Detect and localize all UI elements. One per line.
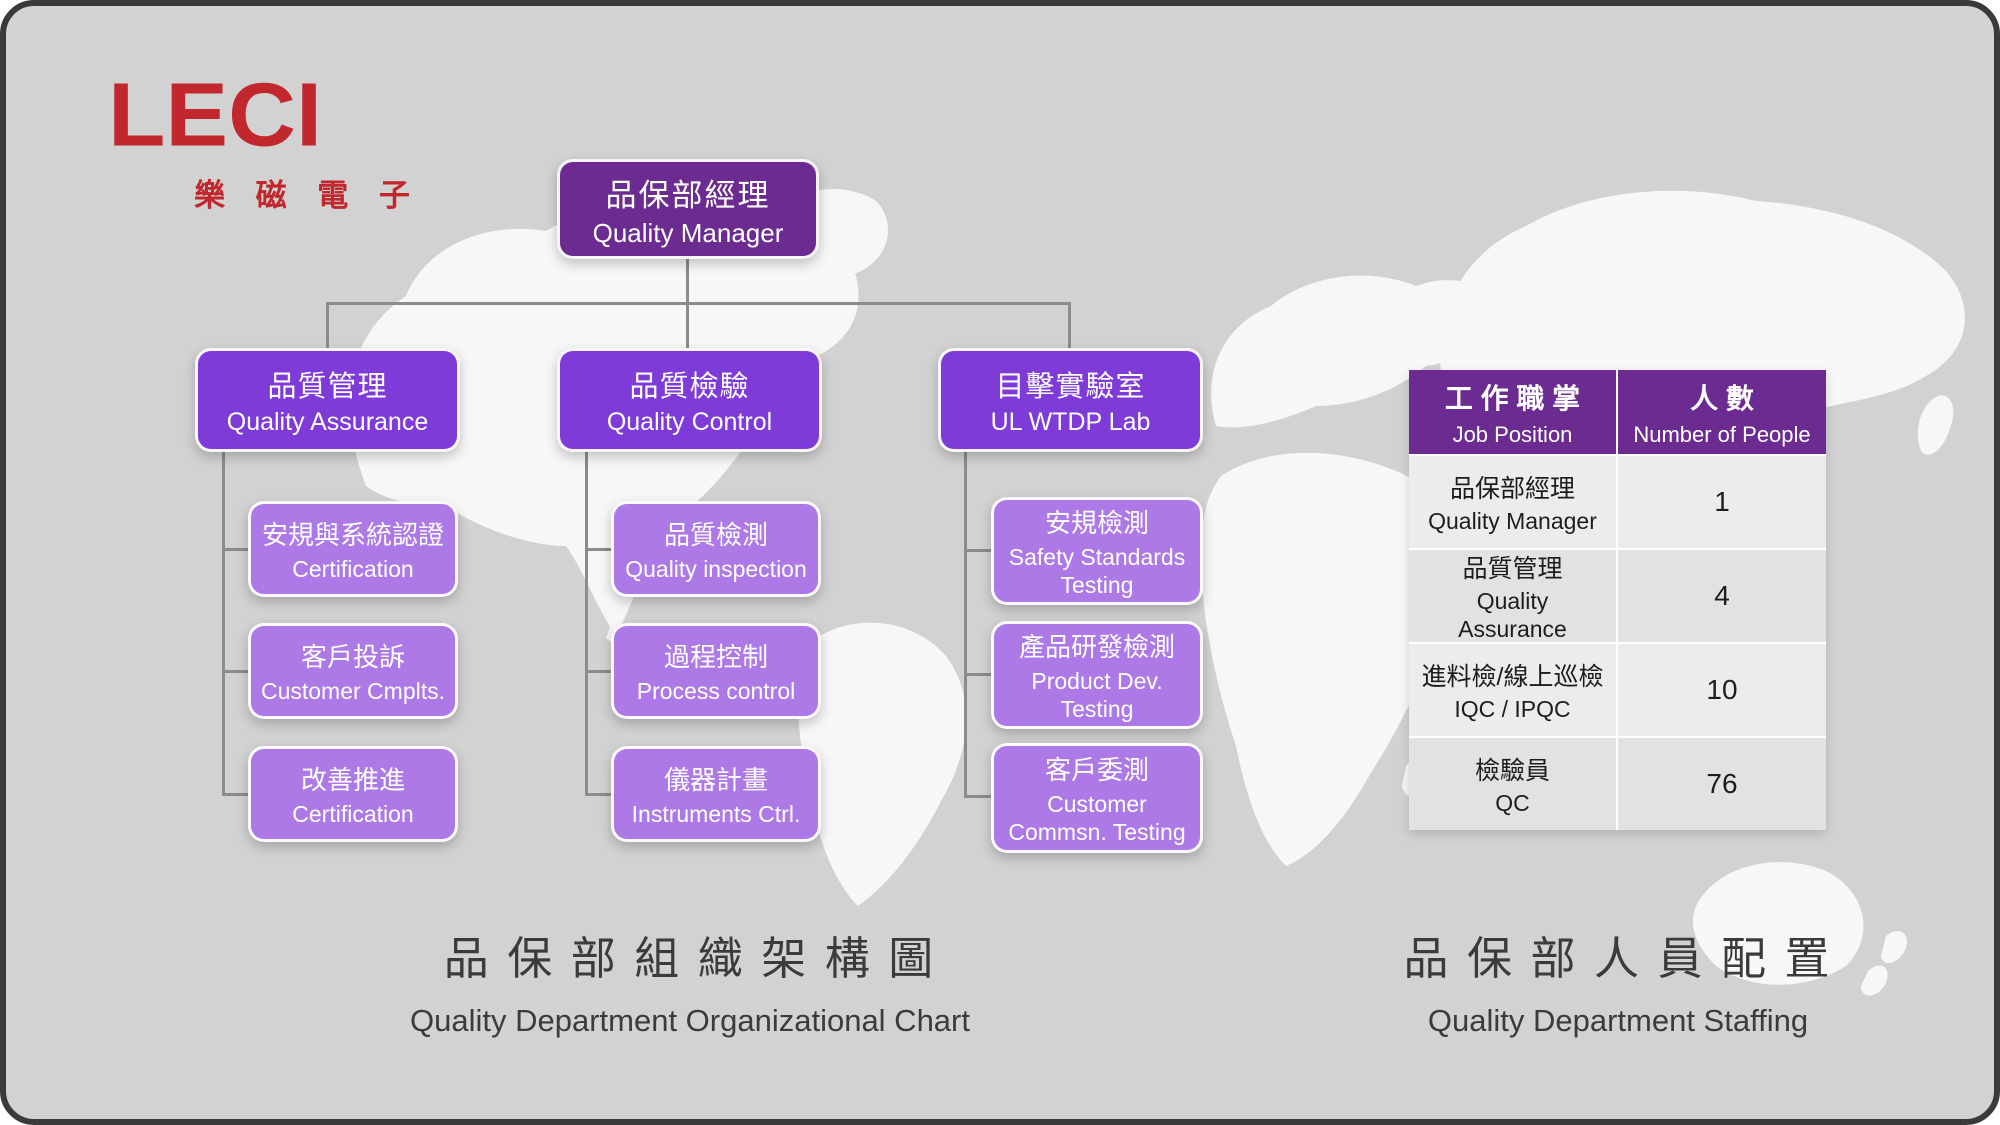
cell-label-en: QC <box>1495 789 1530 816</box>
org-node-certification: 安規與系統認證 Certification <box>248 501 458 597</box>
table-cell-position-iqc-ipqc: 進料檢/線上巡檢 IQC / IPQC <box>1409 644 1616 736</box>
staffing-caption: 品 保 部 人 員 配 置 Quality Department Staffin… <box>1338 922 1898 1039</box>
org-node-customer-complaints: 客戶投訴 Customer Cmplts. <box>248 623 458 719</box>
node-label-zh: 品質檢測 <box>663 519 768 550</box>
table-cell-position-qc: 檢驗員 QC <box>1409 738 1616 830</box>
table-header-job-position: 工 作 職 掌 Job Position <box>1409 370 1616 454</box>
connector-qa-stub-2 <box>222 670 250 673</box>
staffing-table: 工 作 職 掌 Job Position 人 數 Number of Peopl… <box>1409 370 1826 830</box>
island-japan <box>1917 395 1954 455</box>
org-chart-caption: 品 保 部 組 織 架 構 圖 Quality Department Organ… <box>190 922 1190 1039</box>
org-node-instruments-control: 儀器計畫 Instruments Ctrl. <box>611 746 821 842</box>
org-node-ul-wtdp-lab: 目擊實驗室 UL WTDP Lab <box>938 348 1203 452</box>
node-label-zh: 儀器計畫 <box>663 764 768 795</box>
node-label-zh: 安規與系統認證 <box>261 519 444 550</box>
connector-root-drop <box>686 259 689 304</box>
continent-australia <box>1692 862 1864 985</box>
node-label-zh: 品質管理 <box>267 371 388 403</box>
node-label-zh: 產品研發檢測 <box>1018 631 1175 662</box>
table-header-number-of-people: 人 數 Number of People <box>1618 370 1826 454</box>
node-label-zh: 安規檢測 <box>1044 507 1149 538</box>
node-label-zh: 改善推進 <box>300 764 405 795</box>
cell-label-zh: 檢驗員 <box>1474 756 1550 785</box>
staffing-caption-zh: 品 保 部 人 員 配 置 <box>1403 933 1833 984</box>
staffing-caption-en: Quality Department Staffing <box>1427 1003 1809 1038</box>
node-label-en: Customer Commsn. Testing <box>1008 790 1186 845</box>
node-label-en: Quality Manager <box>592 217 784 248</box>
connector-qc-stub-2 <box>585 670 613 673</box>
node-label-en: Safety Standards Testing <box>1008 543 1186 598</box>
node-label-zh: 目擊實驗室 <box>995 371 1146 403</box>
org-node-process-control: 過程控制 Process control <box>611 623 821 719</box>
node-label-zh: 品保部經理 <box>605 177 771 213</box>
connector-ul-stub-2 <box>964 673 993 676</box>
org-node-safety-standards-testing: 安規檢測 Safety Standards Testing <box>991 497 1203 605</box>
logo-leci-wordmark: LECI <box>108 64 323 165</box>
island-uk <box>1241 324 1266 358</box>
connector-qa-stub-1 <box>222 548 250 551</box>
org-node-quality-inspection: 品質檢測 Quality inspection <box>611 501 821 597</box>
connector-qa-vertical <box>222 452 225 796</box>
header-label-en: Number of People <box>1633 421 1811 447</box>
org-node-quality-manager: 品保部經理 Quality Manager <box>557 159 819 259</box>
org-node-product-dev-testing: 產品研發檢測 Product Dev. Testing <box>991 621 1203 729</box>
node-label-en: Instruments Ctrl. <box>631 800 801 827</box>
connector-qa-stub-3 <box>222 793 250 796</box>
org-node-customer-commissioned-testing: 客戶委測 Customer Commsn. Testing <box>991 743 1203 853</box>
org-node-improvement: 改善推進 Certification <box>248 746 458 842</box>
continent-africa <box>1201 452 1454 866</box>
org-chart-caption-zh: 品 保 部 組 織 架 構 圖 <box>443 933 937 984</box>
node-label-en: Process control <box>636 677 796 704</box>
org-node-quality-assurance: 品質管理 Quality Assurance <box>195 348 460 452</box>
table-cell-count-quality-assurance: 4 <box>1618 550 1826 642</box>
island-new-zealand-south <box>1861 965 1888 996</box>
connector-ul-stub-1 <box>964 549 993 552</box>
continent-europe <box>1211 275 1506 428</box>
cell-label-en: IQC / IPQC <box>1454 695 1571 722</box>
cell-label-zh: 品保部經理 <box>1449 474 1575 503</box>
node-label-en: Customer Cmplts. <box>260 677 446 704</box>
node-label-zh: 過程控制 <box>663 641 768 672</box>
node-label-en: Certification <box>292 800 414 827</box>
connector-qc-vertical <box>585 452 588 796</box>
header-label-zh: 工 作 職 掌 <box>1444 382 1581 414</box>
node-label-en: UL WTDP Lab <box>990 408 1151 436</box>
cell-label-en: Quality Assurance <box>1458 587 1567 642</box>
node-label-en: Quality Assurance <box>226 408 429 436</box>
org-chart-caption-en: Quality Department Organizational Chart <box>410 1003 970 1038</box>
node-label-zh: 品質檢驗 <box>629 371 750 403</box>
node-label-en: Certification <box>292 555 414 582</box>
table-cell-position-quality-assurance: 品質管理 Quality Assurance <box>1409 550 1616 642</box>
cell-label-zh: 品質管理 <box>1462 554 1563 583</box>
node-label-en: Product Dev. Testing <box>1031 667 1163 722</box>
table-cell-position-quality-manager: 品保部經理 Quality Manager <box>1409 456 1616 548</box>
node-label-zh: 客戶委測 <box>1044 754 1149 785</box>
header-label-en: Job Position <box>1452 421 1573 447</box>
connector-branch-drop-ul <box>1068 302 1071 348</box>
node-label-zh: 客戶投訴 <box>300 641 405 672</box>
connector-qc-stub-1 <box>585 548 613 551</box>
node-label-en: Quality inspection <box>625 555 807 582</box>
cell-label-zh: 進料檢/線上巡檢 <box>1421 662 1604 691</box>
connector-ul-stub-3 <box>964 795 993 798</box>
connector-top-horizontal <box>326 302 1071 305</box>
logo: LECI 樂 磁 電 子 <box>108 64 421 215</box>
table-cell-count-quality-manager: 1 <box>1618 456 1826 548</box>
header-label-zh: 人 數 <box>1690 382 1754 414</box>
cell-label-en: Quality Manager <box>1428 507 1597 534</box>
connector-branch-drop-qc <box>686 302 689 348</box>
connector-ul-vertical <box>964 452 967 798</box>
connector-qc-stub-3 <box>585 793 613 796</box>
continent-south-america <box>798 622 967 906</box>
table-cell-count-iqc-ipqc: 10 <box>1618 644 1826 736</box>
node-label-en: Quality Control <box>606 408 773 436</box>
table-cell-count-qc: 76 <box>1618 738 1826 830</box>
logo-company-name: 樂 磁 電 子 <box>194 178 421 214</box>
org-node-quality-control: 品質檢驗 Quality Control <box>557 348 822 452</box>
connector-branch-drop-qa <box>326 302 329 348</box>
island-new-zealand-north <box>1881 931 1908 964</box>
